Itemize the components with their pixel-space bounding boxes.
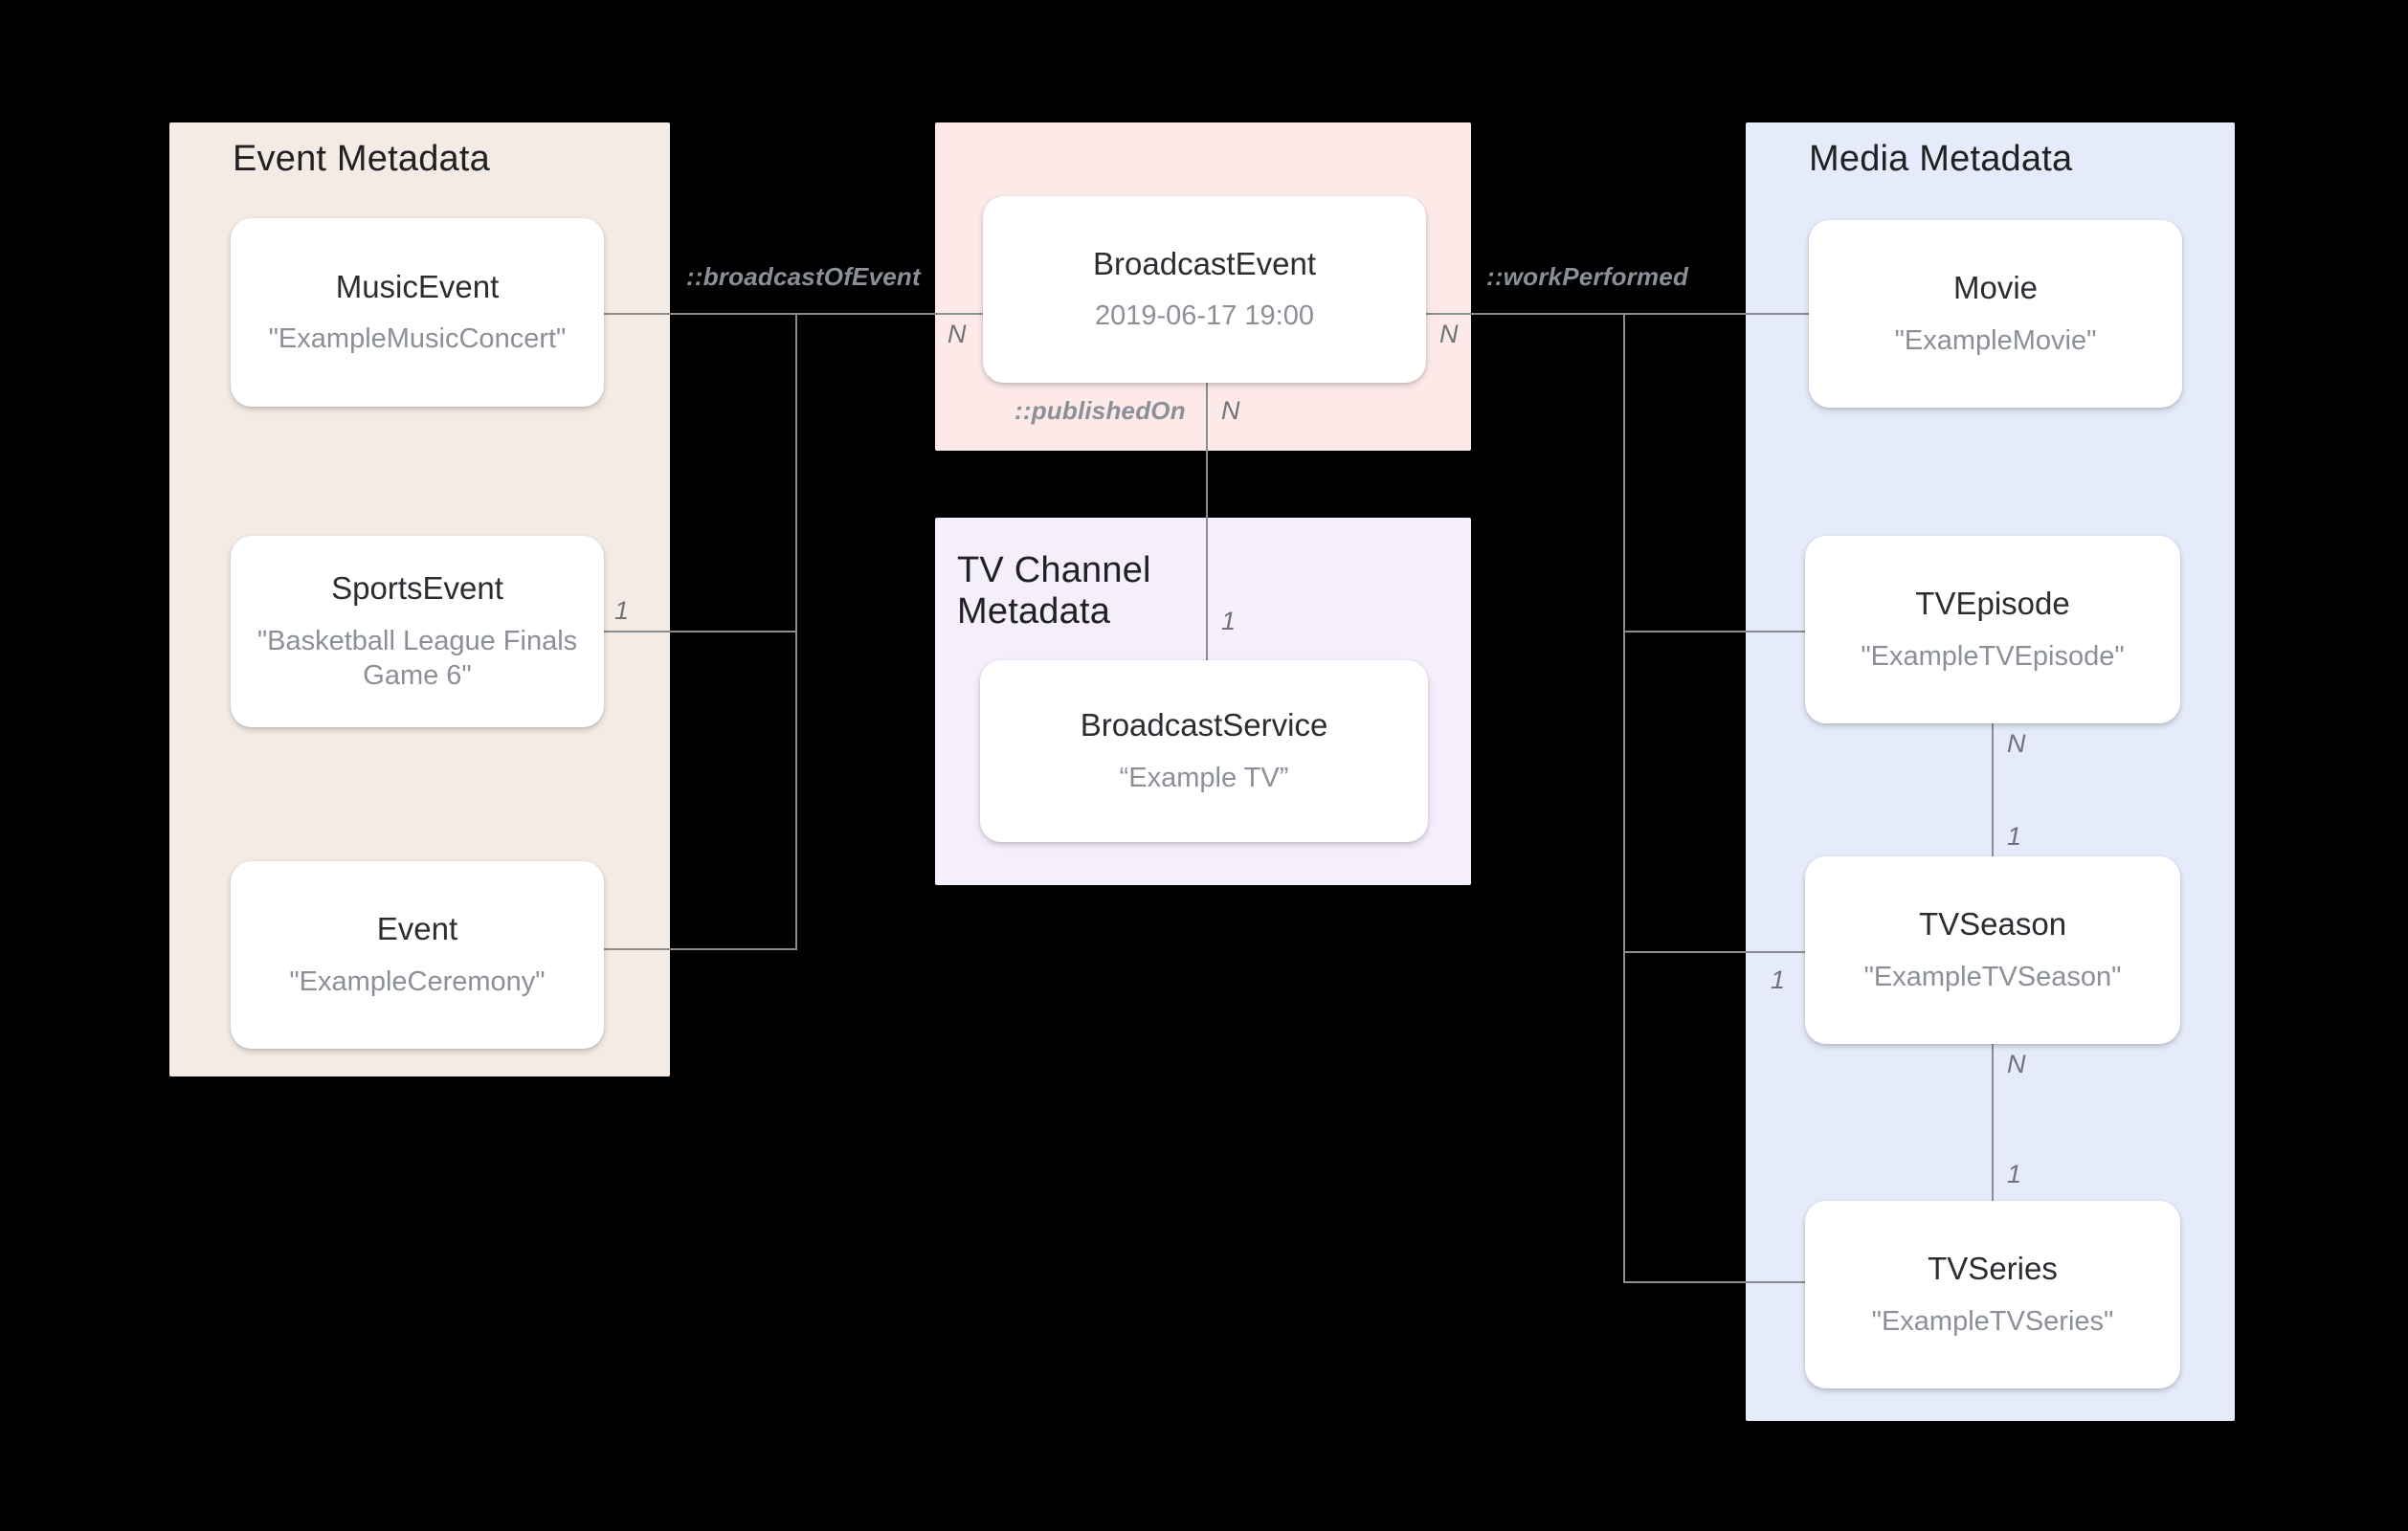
entity-card-broadcastservice[interactable]: BroadcastService “Example TV” (980, 660, 1428, 842)
entity-type-tvepisode: TVEpisode (1915, 586, 2070, 622)
connector-season-series-line (1992, 1044, 1994, 1202)
cardinality-broadcast-left-n: N (948, 320, 967, 348)
entity-type-event: Event (376, 911, 458, 947)
entity-card-movie[interactable]: Movie "ExampleMovie" (1809, 220, 2182, 408)
entity-type-movie: Movie (1952, 270, 2039, 306)
connector-publishedon-line (1206, 383, 1208, 661)
connector-tvepisode-stub (1623, 631, 1809, 632)
cardinality-publishedon-n: N (1221, 396, 1240, 425)
entity-card-broadcastevent[interactable]: BroadcastEvent 2019-06-17 19:00 (983, 196, 1426, 383)
cardinality-broadcastservice-1: 1 (1221, 607, 1237, 635)
connector-media-bus (1623, 313, 1625, 1282)
entity-value-sportsevent: "Basketball League Finals Game 6" (256, 625, 578, 691)
entity-value-movie: "ExampleMovie" (1894, 324, 2097, 356)
connector-tvseries-stub (1623, 1281, 1809, 1283)
entity-type-sportsevent: SportsEvent (331, 570, 503, 607)
group-title-event-metadata: Event Metadata (233, 139, 490, 179)
entity-value-tvseries: "ExampleTVSeries" (1871, 1305, 2114, 1337)
entity-card-tvseason[interactable]: TVSeason "ExampleTVSeason" (1805, 856, 2180, 1044)
entity-card-event[interactable]: Event "ExampleCeremony" (231, 861, 604, 1049)
entity-card-sportsevent[interactable]: SportsEvent "Basketball League Finals Ga… (231, 536, 604, 727)
connector-episode-season-line (1992, 723, 1994, 857)
group-title-tv-channel-metadata: TV Channel Metadata (957, 550, 1151, 632)
connector-workperformed-line (1426, 313, 1809, 315)
entity-value-tvepisode: "ExampleTVEpisode" (1861, 640, 2125, 672)
relation-label-broadcastofevent: ::broadcastOfEvent (686, 262, 921, 291)
cardinality-event-1: 1 (614, 596, 630, 625)
relation-label-publishedon: ::publishedOn (1014, 396, 1186, 425)
connector-sportsevent-stub (604, 631, 796, 632)
entity-type-musicevent: MusicEvent (335, 268, 500, 304)
entity-type-tvseries: TVSeries (1928, 1251, 2058, 1287)
cardinality-season-n: N (2007, 1050, 2026, 1078)
relation-label-workperformed: ::workPerformed (1486, 262, 1689, 291)
entity-value-broadcastservice: “Example TV” (1119, 762, 1289, 793)
cardinality-media-1: 1 (1771, 965, 1786, 994)
group-title-media-metadata: Media Metadata (1809, 139, 2073, 179)
connector-event-bus (795, 313, 797, 950)
entity-card-musicevent[interactable]: MusicEvent "ExampleMusicConcert" (231, 218, 604, 407)
cardinality-episode-n: N (2007, 729, 2026, 758)
connector-event-stub (604, 948, 796, 950)
entity-value-event: "ExampleCeremony" (289, 965, 546, 997)
entity-value-broadcastevent: 2019-06-17 19:00 (1095, 300, 1314, 332)
entity-card-tvseries[interactable]: TVSeries "ExampleTVSeries" (1805, 1201, 2180, 1388)
connector-broadcastofevent-line (604, 313, 983, 315)
connector-tvseason-stub (1623, 951, 1809, 953)
entity-type-broadcastservice: BroadcastService (1080, 707, 1328, 743)
entity-type-tvseason: TVSeason (1918, 906, 2067, 943)
entity-value-musicevent: "ExampleMusicConcert" (268, 323, 567, 355)
entity-card-tvepisode[interactable]: TVEpisode "ExampleTVEpisode" (1805, 536, 2180, 723)
cardinality-broadcast-right-n: N (1439, 320, 1459, 348)
cardinality-season-1: 1 (2007, 822, 2022, 851)
entity-value-tvseason: "ExampleTVSeason" (1863, 961, 2122, 992)
entity-type-broadcastevent: BroadcastEvent (1093, 245, 1316, 281)
cardinality-series-1: 1 (2007, 1160, 2022, 1188)
